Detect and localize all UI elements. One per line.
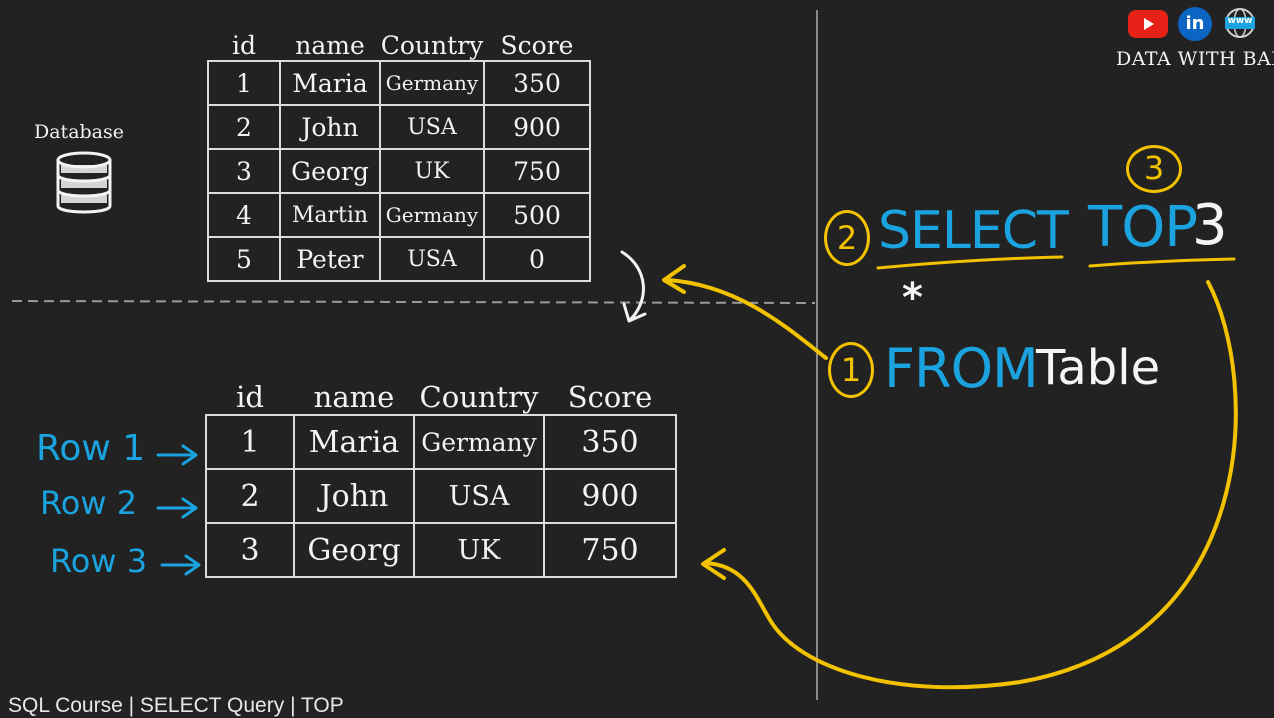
cell-country: UK bbox=[413, 522, 545, 578]
row3-arrow bbox=[160, 554, 201, 576]
cell-score: 750 bbox=[543, 522, 677, 578]
youtube-icon[interactable] bbox=[1128, 10, 1168, 38]
globe-icon bbox=[1225, 8, 1255, 38]
top-to-result-arrowhead bbox=[701, 548, 726, 580]
cell-country: Germany bbox=[379, 60, 485, 106]
column-header-score: Score bbox=[500, 31, 574, 60]
cell-score: 350 bbox=[543, 414, 677, 470]
source-header-row: id name Country Score bbox=[208, 26, 590, 61]
cell-id: 2 bbox=[207, 104, 281, 150]
table-row: 4 Martin Germany 500 bbox=[207, 192, 591, 238]
column-header-name: name bbox=[313, 380, 395, 414]
cell-country: UK bbox=[379, 148, 485, 194]
cell-name: John bbox=[293, 468, 415, 524]
select-underline bbox=[876, 255, 1064, 270]
source-table: id name Country Score 1 Maria Germany 35… bbox=[207, 26, 591, 282]
cell-name: Peter bbox=[279, 236, 381, 282]
cell-id: 3 bbox=[207, 148, 281, 194]
result-table: id name Country Score 1 Maria Germany 35… bbox=[205, 376, 677, 578]
cell-score: 750 bbox=[483, 148, 591, 194]
footer-caption: SQL Course | SELECT Query | TOP bbox=[8, 694, 344, 717]
cell-name: Maria bbox=[279, 60, 381, 106]
cell-name: Martin bbox=[279, 192, 381, 238]
row-arrows bbox=[156, 444, 201, 576]
select-keyword: SELECT bbox=[878, 201, 1069, 261]
cell-score: 900 bbox=[483, 104, 591, 150]
www-text: www bbox=[1227, 16, 1253, 26]
database-icon bbox=[56, 151, 112, 214]
cell-name: John bbox=[279, 104, 381, 150]
database-label: Database bbox=[34, 121, 125, 143]
cell-id: 2 bbox=[205, 468, 295, 524]
column-header-country: Country bbox=[380, 31, 484, 60]
table-row: 5 Peter USA 0 bbox=[207, 236, 591, 282]
cell-score: 0 bbox=[483, 236, 591, 282]
www-globe-icon[interactable]: www bbox=[1224, 7, 1256, 39]
column-header-country: Country bbox=[419, 380, 539, 414]
row2-arrow bbox=[156, 497, 198, 519]
brand-name: DATA WITH BARAA bbox=[1116, 48, 1274, 70]
cell-id: 3 bbox=[205, 522, 295, 578]
cell-score: 500 bbox=[483, 192, 591, 238]
table-row: 3 Georg UK 750 bbox=[207, 148, 591, 194]
table-row: 2 John USA 900 bbox=[205, 468, 677, 524]
cell-name: Maria bbox=[293, 414, 415, 470]
top-keyword: TOP bbox=[1088, 195, 1198, 260]
white-down-arrow bbox=[620, 250, 645, 322]
from-to-table-arrowhead bbox=[662, 264, 686, 294]
row-label-3: Row 3 bbox=[50, 542, 148, 580]
linkedin-icon[interactable]: in bbox=[1178, 7, 1212, 41]
cell-name: Georg bbox=[293, 522, 415, 578]
cell-country: USA bbox=[379, 104, 485, 150]
table-keyword: Table bbox=[1036, 340, 1161, 396]
table-row: 2 John USA 900 bbox=[207, 104, 591, 150]
cell-id: 1 bbox=[205, 414, 295, 470]
row-label-2: Row 2 bbox=[40, 484, 138, 522]
top-underline bbox=[1088, 257, 1236, 268]
cell-country: USA bbox=[413, 468, 545, 524]
step-3-circle: 3 bbox=[1126, 145, 1182, 193]
from-to-table-arrow bbox=[666, 278, 828, 360]
column-header-score: Score bbox=[567, 380, 653, 414]
top-number: 3 bbox=[1192, 193, 1228, 258]
cell-name: Georg bbox=[279, 148, 381, 194]
column-header-id: id bbox=[232, 31, 256, 60]
dashed-separator bbox=[11, 300, 816, 304]
cell-score: 350 bbox=[483, 60, 591, 106]
cell-country: USA bbox=[379, 236, 485, 282]
select-star: * bbox=[902, 275, 923, 321]
step-2-circle: 2 bbox=[824, 210, 870, 266]
step-1-circle: 1 bbox=[828, 342, 874, 398]
cell-id: 1 bbox=[207, 60, 281, 106]
cell-country: Germany bbox=[413, 414, 545, 470]
row1-arrow bbox=[156, 444, 198, 466]
cell-score: 900 bbox=[543, 468, 677, 524]
table-row: 1 Maria Germany 350 bbox=[207, 60, 591, 106]
cell-id: 4 bbox=[207, 192, 281, 238]
result-header-row: id name Country Score bbox=[206, 376, 676, 415]
cell-id: 5 bbox=[207, 236, 281, 282]
cell-country: Germany bbox=[379, 192, 485, 238]
table-row: 1 Maria Germany 350 bbox=[205, 414, 677, 470]
from-keyword: FROM bbox=[884, 337, 1039, 400]
play-icon bbox=[1144, 18, 1154, 30]
table-row: 3 Georg UK 750 bbox=[205, 522, 677, 578]
row-label-1: Row 1 bbox=[36, 428, 146, 469]
column-header-name: name bbox=[295, 31, 365, 60]
top-to-result-arrow bbox=[703, 280, 1238, 690]
white-down-arrowhead bbox=[622, 302, 647, 323]
column-header-id: id bbox=[236, 380, 264, 414]
